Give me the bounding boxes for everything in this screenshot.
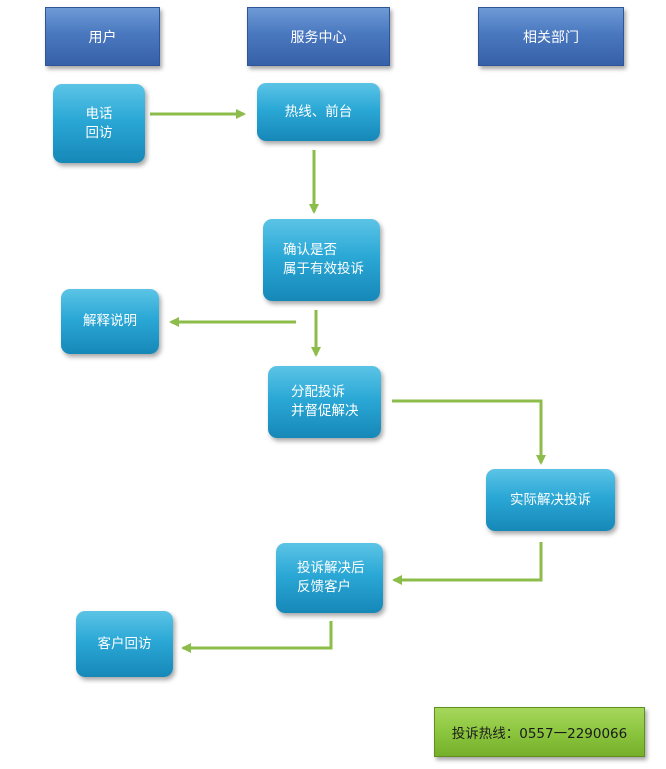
node-assign-line-2: 并督促解决 <box>291 403 359 419</box>
node-phone-callback-line-2: 回访 <box>85 124 113 141</box>
node-phone-callback-line-1: 电话 <box>85 105 113 122</box>
node-confirm-line-1: 确认是否 <box>283 242 337 258</box>
node-confirm-line-2: 属于有效投诉 <box>283 261 364 277</box>
arrow-assign-to-resolve <box>392 399 546 465</box>
node-actual-resolution: 实际解决投诉 <box>486 469 615 531</box>
node-assign-line-1: 分配投诉 <box>291 384 345 400</box>
arrow-resolve-to-feedback <box>392 542 543 585</box>
node-customer-callback-line-1: 客户回访 <box>97 635 152 652</box>
node-actual-resolution-line-1: 实际解决投诉 <box>510 491 591 508</box>
arrow-feedback-to-customer-visit <box>181 621 333 653</box>
node-assign-complaint: 分配投诉 并督促解决 <box>268 366 381 438</box>
lane-header-related-departments: 相关部门 <box>478 7 624 66</box>
node-feedback-line-1: 投诉解决后 <box>297 560 365 576</box>
complaint-hotline-banner: 投诉热线：0557一2290066 <box>434 707 645 757</box>
lane-header-user: 用户 <box>45 7 160 66</box>
node-confirm-valid-complaint: 确认是否 属于有效投诉 <box>263 219 380 301</box>
node-feedback-customer: 投诉解决后 反馈客户 <box>276 543 383 613</box>
node-customer-callback: 客户回访 <box>76 611 173 677</box>
node-hotline-front-desk: 热线、前台 <box>257 83 380 141</box>
node-feedback-line-2: 反馈客户 <box>297 579 351 595</box>
lane-header-service-center: 服务中心 <box>247 7 390 66</box>
node-phone-callback: 电话 回访 <box>53 84 145 163</box>
node-explain: 解释说明 <box>61 289 159 354</box>
node-explain-line-1: 解释说明 <box>83 313 137 329</box>
node-hotline-front-desk-line-1: 热线、前台 <box>284 103 353 120</box>
